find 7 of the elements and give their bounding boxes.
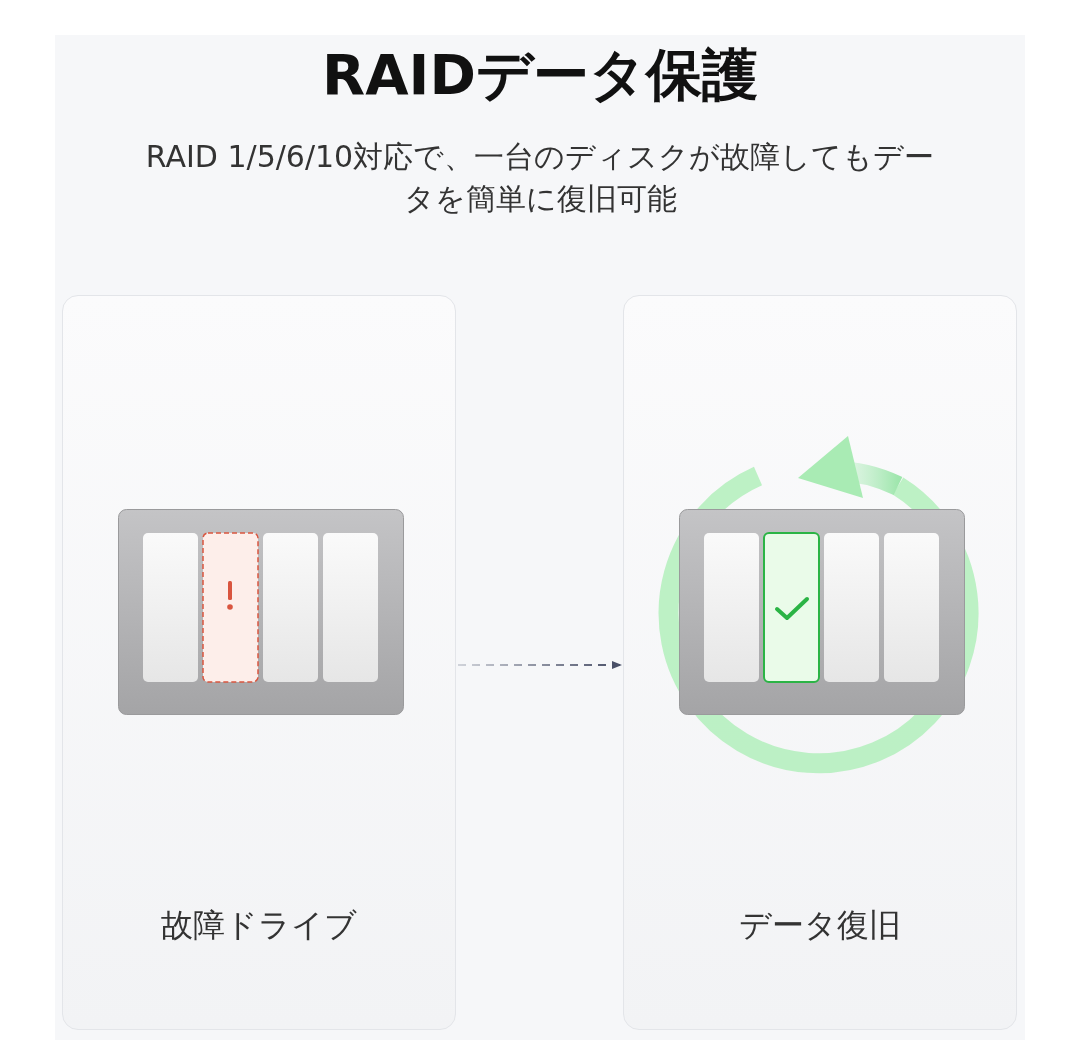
arrow — [457, 661, 622, 669]
panel-card — [62, 295, 456, 1030]
panel-label: データ復旧 — [739, 905, 901, 946]
panel-card — [623, 295, 1017, 1030]
title: RAIDデータ保護 — [321, 41, 759, 109]
subtitle-text: RAID 1/5/6/10対応で、一台のディスクが故障してもデータを簡単に復旧可能 — [144, 138, 936, 218]
panel-label: 故障ドライブ — [161, 905, 357, 946]
